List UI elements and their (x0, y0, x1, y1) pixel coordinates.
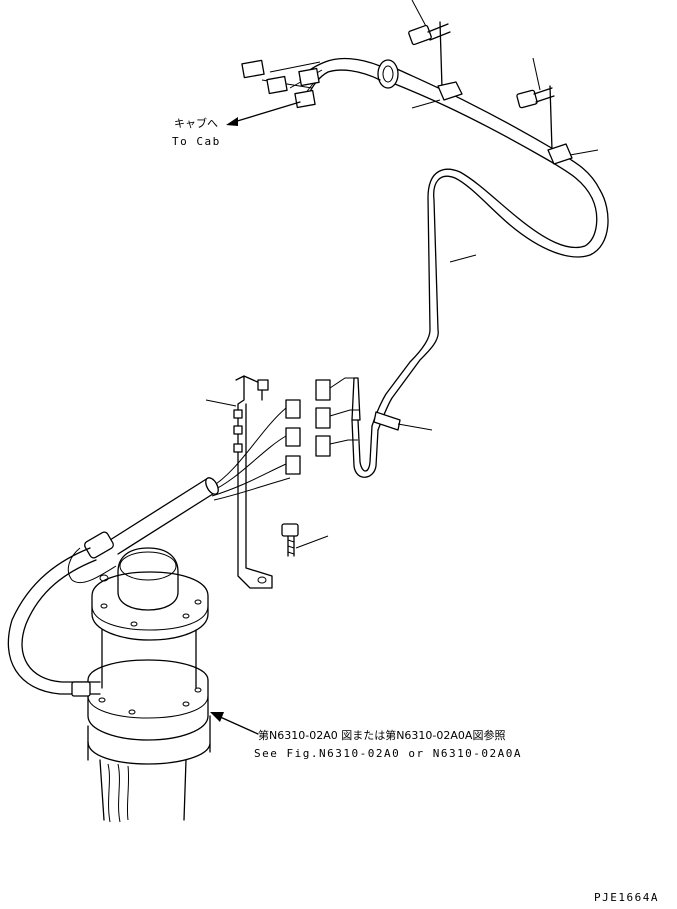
bolt-mid (281, 523, 299, 557)
drawing-code: PJE1664A (594, 891, 659, 904)
to-cab-label-jp: キャブへ (174, 116, 218, 130)
leader-line (449, 254, 477, 263)
bracket-with-connectors (233, 375, 301, 589)
harness-lower (84, 477, 219, 559)
harness-tube-main (351, 168, 609, 478)
leader-line (397, 423, 433, 431)
leader-line (411, 99, 441, 109)
reference-arrow (210, 712, 259, 735)
see-fig-label-jp: 第N6310-02A0 図または第N6310-02A0A図参照 (258, 728, 505, 742)
swivel-joint-assembly (87, 547, 211, 823)
wire-branches (209, 407, 291, 501)
leader-line (295, 535, 329, 549)
harness-tube-top (377, 59, 601, 199)
leader-line (569, 149, 599, 156)
hose-loop-left (7, 547, 117, 697)
see-fig-label-en: See Fig.N6310-02A0 or N6310-02A0A (254, 747, 522, 760)
connectors-to-cab (226, 57, 381, 126)
leader-line (205, 399, 237, 407)
bolt-top-right (516, 57, 555, 151)
connectors-mid-right (315, 377, 360, 457)
to-cab-label-en: To Cab (172, 135, 221, 148)
bolt-top-left (408, 0, 451, 89)
